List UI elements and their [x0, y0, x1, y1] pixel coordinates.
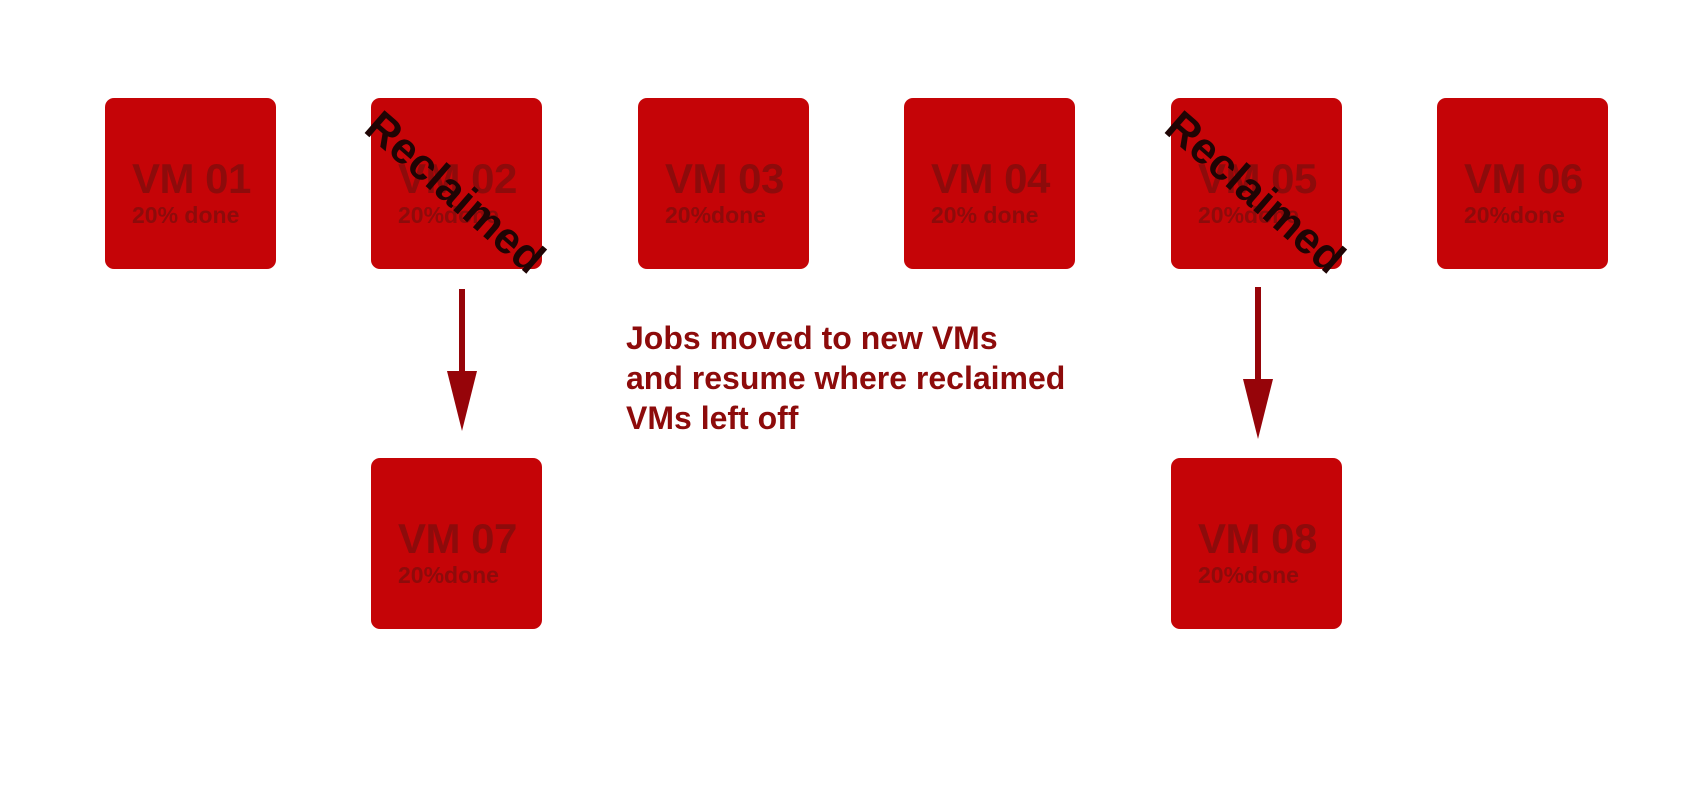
caption-line: Jobs moved to new VMs	[626, 320, 998, 356]
vm-box-04: VM 04 20% done	[904, 98, 1075, 269]
migration-caption: Jobs moved to new VMs and resume where r…	[626, 318, 1065, 438]
vm-title: VM 01	[132, 155, 251, 202]
vm-title: VM 08	[1198, 515, 1317, 562]
vm-box-03: VM 03 20%done	[638, 98, 809, 269]
vm-box-08: VM 08 20%done	[1171, 458, 1342, 629]
vm-progress: 20%done	[1198, 202, 1299, 228]
vm-box-05: VM 05 20%done	[1171, 98, 1342, 269]
vm-box-06: VM 06 20%done	[1437, 98, 1608, 269]
vm-title: VM 03	[665, 155, 784, 202]
vm-title: VM 05	[1198, 155, 1317, 202]
vm-progress: 20% done	[931, 202, 1039, 228]
caption-line: and resume where reclaimed	[626, 360, 1066, 396]
arrow-down-icon	[445, 289, 479, 431]
vm-progress: 20%done	[1198, 562, 1299, 588]
caption-line: VMs left off	[626, 400, 799, 436]
vm-progress: 20%done	[398, 202, 499, 228]
vm-title: VM 06	[1464, 155, 1583, 202]
vm-progress: 20% done	[132, 202, 240, 228]
vm-box-01: VM 01 20% done	[105, 98, 276, 269]
vm-progress: 20%done	[665, 202, 766, 228]
vm-box-02: VM 02 20%done	[371, 98, 542, 269]
arrow-down-icon	[1241, 287, 1275, 439]
vm-title: VM 07	[398, 515, 517, 562]
vm-title: VM 04	[931, 155, 1050, 202]
vm-progress: 20%done	[398, 562, 499, 588]
vm-box-07: VM 07 20%done	[371, 458, 542, 629]
vm-title: VM 02	[398, 155, 517, 202]
vm-progress: 20%done	[1464, 202, 1565, 228]
